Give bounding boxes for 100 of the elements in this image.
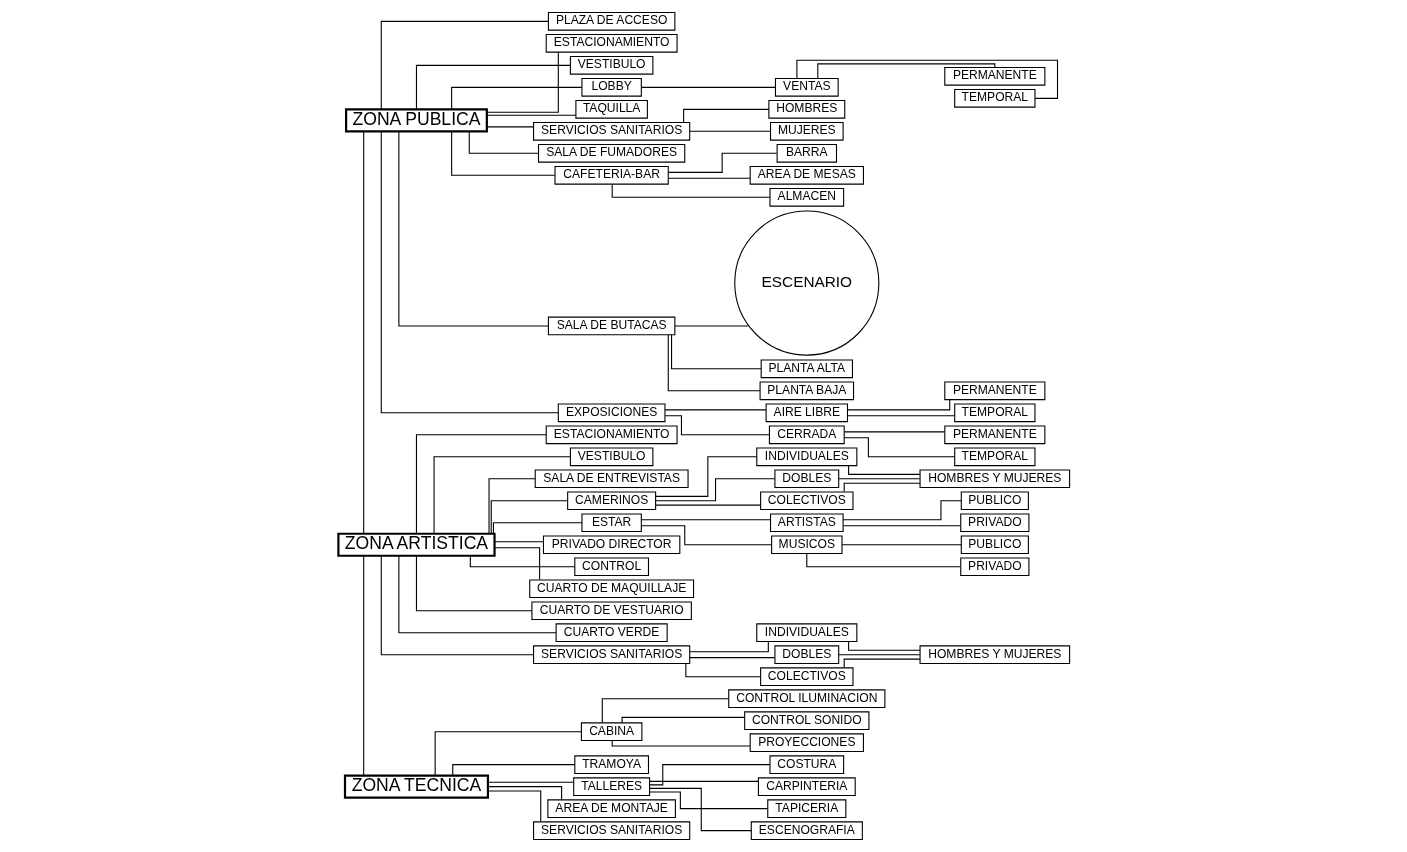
node-box: CAFETERIA-BAR: [553, 165, 669, 185]
node-box: CUARTO VERDE: [555, 623, 668, 643]
node-box: SALA DE BUTACAS: [547, 316, 675, 336]
connector: [667, 334, 760, 392]
connector: [837, 654, 920, 656]
connector: [843, 482, 920, 493]
node-box: VESTIBULO: [569, 56, 653, 75]
node-box: ZONA ARTISTICA: [336, 532, 496, 557]
connector: [664, 415, 770, 436]
connector: [673, 325, 749, 327]
connector: [485, 51, 559, 113]
node-box: SERVICIOS SANITARIOS: [532, 121, 690, 141]
connector: [648, 791, 768, 810]
node-box: BARRA: [776, 143, 837, 163]
connector: [490, 500, 568, 535]
node-box: CONTROL: [573, 557, 649, 577]
node-box: PRIVADO: [959, 557, 1029, 577]
node-box: TAQUILLA: [574, 100, 648, 119]
connector: [648, 780, 759, 782]
connector: [654, 478, 775, 502]
connector: [682, 108, 769, 123]
node-box: PERMANENTE: [943, 67, 1045, 86]
node-box: SERVICIOS SANITARIOS: [532, 645, 690, 665]
connector: [451, 764, 575, 776]
node-box: EXPOSICIONES: [557, 403, 665, 423]
connector: [486, 790, 541, 822]
node-box: PLANTA ALTA: [760, 359, 853, 379]
node-box: PLANTA BAJA: [759, 381, 854, 401]
node-box: ZONA PUBLICA: [344, 108, 488, 133]
connector: [485, 126, 534, 128]
connector: [847, 465, 921, 475]
connector: [688, 641, 769, 653]
node-box: TALLERES: [572, 777, 650, 796]
connector: [493, 547, 540, 581]
connector: [380, 555, 534, 656]
node-box: CONTROL ILUMINACION: [727, 689, 885, 709]
node-box: PRIVADO DIRECTOR: [542, 535, 680, 555]
node-circle: ESCENARIO: [733, 210, 879, 356]
node-box: TAPICERIA: [766, 799, 846, 818]
connector: [415, 555, 532, 612]
connector: [640, 525, 772, 546]
connector: [846, 399, 950, 411]
connector: [488, 478, 536, 535]
connector: [795, 59, 1058, 99]
node-box: CUARTO DE VESTUARIO: [530, 601, 692, 621]
node-box: PERMANENTE: [943, 381, 1045, 401]
node-box: PRIVADO: [959, 513, 1029, 533]
node-box: PROYECCIONES: [749, 733, 864, 752]
connector: [485, 114, 576, 116]
node-box: INDIVIDUALES: [755, 447, 857, 467]
connector: [842, 525, 961, 527]
connector: [667, 177, 751, 179]
connector: [611, 183, 770, 198]
node-box: MUJERES: [769, 121, 844, 141]
node-box: COSTURA: [768, 755, 844, 774]
connector: [415, 64, 571, 110]
node-box: CABINA: [580, 722, 642, 741]
node-box: CARPINTERIA: [757, 777, 856, 796]
node-box: HOMBRES Y MUJERES: [919, 645, 1070, 665]
node-box: DOBLES: [773, 645, 839, 665]
connector: [621, 716, 745, 724]
node-box: SALA DE FUMADORES: [537, 143, 685, 163]
connector: [843, 431, 945, 433]
node-box: CAMERINOS: [566, 491, 656, 511]
connector: [654, 504, 761, 506]
node-box: ZONA TECNICA: [343, 774, 489, 799]
node-box: CUARTO DE MAQUILLAJE: [528, 579, 694, 599]
connector: [842, 500, 962, 521]
node-box: COLECTIVOS: [759, 667, 854, 687]
node-box: PERMANENTE: [943, 425, 1045, 445]
node-box: INDIVIDUALES: [755, 623, 857, 643]
node-box: CONTROL SONIDO: [743, 711, 869, 731]
connector: [415, 434, 547, 534]
node-box: LOBBY: [580, 78, 642, 97]
connector: [362, 131, 364, 535]
connector: [380, 130, 559, 414]
node-box: TRAMOYA: [573, 755, 649, 774]
node-box: PLAZA DE ACCESO: [547, 12, 675, 31]
node-box: ALMACEN: [768, 187, 844, 207]
connector: [688, 657, 775, 659]
node-box: MUSICOS: [770, 535, 843, 555]
node-box: TEMPORAL: [953, 447, 1035, 467]
connector: [654, 456, 757, 497]
connector: [397, 555, 557, 634]
node-box: DOBLES: [773, 469, 839, 489]
connector: [843, 437, 955, 458]
node-box: AIRE LIBRE: [765, 403, 848, 423]
node-box: HOMBRES: [767, 100, 845, 119]
connector: [684, 663, 761, 678]
connector: [648, 764, 770, 786]
connector: [487, 781, 574, 783]
connector: [648, 787, 752, 832]
connector: [493, 541, 544, 543]
connector: [688, 130, 771, 132]
connector: [667, 152, 777, 173]
node-box: ARTISTAS: [769, 513, 844, 533]
connector: [450, 130, 555, 176]
node-box: COLECTIVOS: [759, 491, 854, 511]
connector: [468, 130, 539, 154]
node-box: VESTIBULO: [569, 447, 653, 467]
